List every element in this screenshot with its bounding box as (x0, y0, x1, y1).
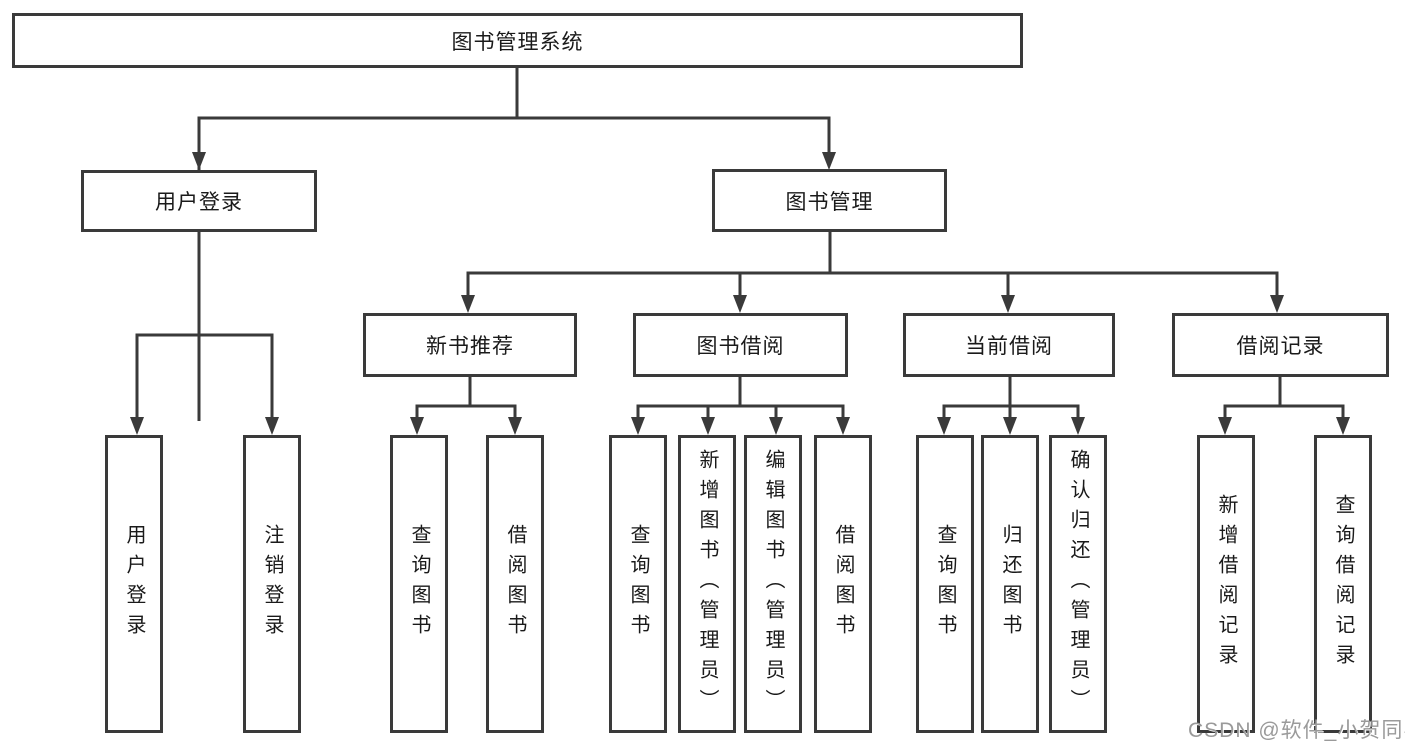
node-user-login: 用户登录 (81, 170, 317, 232)
leaf-label: 确认归还（管理员） (1067, 449, 1089, 719)
leaf-label: 查询图书 (627, 524, 649, 644)
leaf-label: 查询图书 (934, 524, 956, 644)
connector-borrow-records-split (1218, 377, 1350, 435)
leaf-label: 编辑图书（管理员） (762, 449, 784, 719)
leaf-query-borrow-record: 查询借阅记录 (1314, 435, 1372, 733)
leaf-add-books-admin: 新增图书（管理员） (678, 435, 736, 733)
leaf-label: 注销登录 (261, 524, 283, 644)
leaf-add-borrow-record: 新增借阅记录 (1197, 435, 1255, 733)
leaf-label: 用户登录 (123, 524, 145, 644)
connector-book-borrow-split (631, 377, 850, 435)
leaf-borrow-books: 借阅图书 (814, 435, 872, 733)
leaf-query-books-current: 查询图书 (916, 435, 974, 733)
leaf-label: 查询图书 (408, 524, 430, 644)
node-label: 新书推荐 (426, 335, 514, 358)
leaf-borrow-books-recommend: 借阅图书 (486, 435, 544, 733)
leaf-label: 查询借阅记录 (1332, 494, 1354, 674)
connector-current-borrow-split (937, 377, 1085, 435)
leaf-label: 新增借阅记录 (1215, 494, 1237, 674)
leaf-query-books-borrow: 查询图书 (609, 435, 667, 733)
node-label: 图书借阅 (696, 335, 785, 358)
leaf-label: 借阅图书 (832, 524, 854, 644)
csdn-watermark: CSDN @软件_小贺同学 (1188, 719, 1405, 742)
leaf-edit-books-admin: 编辑图书（管理员） (744, 435, 802, 733)
node-new-book-recommendation: 新书推荐 (363, 313, 577, 377)
leaf-confirm-return-admin: 确认归还（管理员） (1049, 435, 1107, 733)
node-label: 借阅记录 (1236, 335, 1325, 358)
leaf-label: 新增图书（管理员） (696, 449, 718, 719)
connector-book-mgmt-split (461, 232, 1284, 313)
leaf-label: 归还图书 (999, 524, 1021, 644)
connector-new-book-split (410, 377, 522, 435)
node-label: 图书管理系统 (451, 30, 584, 54)
node-label: 图书管理 (785, 190, 874, 214)
connector-user-login-split (130, 232, 279, 435)
node-current-borrowing: 当前借阅 (903, 313, 1115, 377)
node-book-borrowing: 图书借阅 (633, 313, 848, 377)
node-book-management: 图书管理 (712, 169, 947, 232)
node-library-management-system: 图书管理系统 (12, 13, 1023, 68)
node-label: 当前借阅 (965, 335, 1053, 358)
node-borrowing-records: 借阅记录 (1172, 313, 1389, 377)
leaf-label: 借阅图书 (504, 524, 526, 644)
node-label: 用户登录 (155, 191, 243, 214)
leaf-return-books: 归还图书 (981, 435, 1039, 733)
leaf-query-books-recommend: 查询图书 (390, 435, 448, 733)
leaf-user-login: 用户登录 (105, 435, 163, 733)
leaf-logout: 注销登录 (243, 435, 301, 733)
